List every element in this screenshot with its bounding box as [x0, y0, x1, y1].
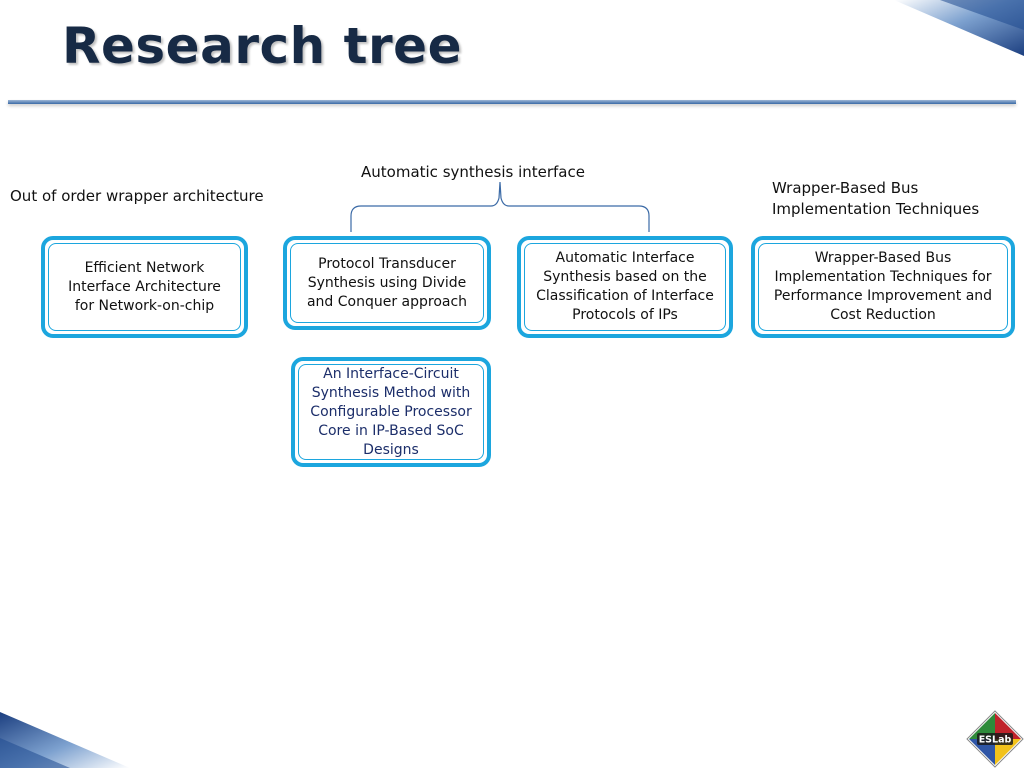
- node-text: Efficient Network Interface Architecture…: [48, 243, 241, 331]
- node-interface-circuit-synthesis: An Interface-Circuit Synthesis Method wi…: [291, 357, 491, 467]
- node-efficient-network-interface: Efficient Network Interface Architecture…: [41, 236, 248, 338]
- slide-title: Research tree: [62, 17, 463, 75]
- label-out-of-order-wrapper: Out of order wrapper architecture: [10, 187, 264, 205]
- corner-decoration-top-right: [894, 0, 1024, 56]
- logo-text: ESLab: [979, 735, 1012, 746]
- node-text: Wrapper-Based Bus Implementation Techniq…: [758, 243, 1008, 331]
- node-automatic-interface-synthesis: Automatic Interface Synthesis based on t…: [517, 236, 733, 338]
- node-protocol-transducer: Protocol Transducer Synthesis using Divi…: [283, 236, 491, 330]
- node-wrapper-based-bus: Wrapper-Based Bus Implementation Techniq…: [751, 236, 1015, 338]
- eslab-logo: ESLab: [966, 710, 1024, 768]
- node-text: Automatic Interface Synthesis based on t…: [524, 243, 726, 331]
- grouping-brace: [350, 181, 650, 232]
- corner-decoration-bottom-left: [0, 712, 130, 768]
- title-underline: [8, 100, 1016, 104]
- node-text: Protocol Transducer Synthesis using Divi…: [290, 243, 484, 323]
- label-automatic-synthesis-interface: Automatic synthesis interface: [361, 163, 585, 181]
- node-text: An Interface-Circuit Synthesis Method wi…: [298, 364, 484, 460]
- label-wrapper-based-bus: Wrapper-Based Bus Implementation Techniq…: [772, 179, 980, 218]
